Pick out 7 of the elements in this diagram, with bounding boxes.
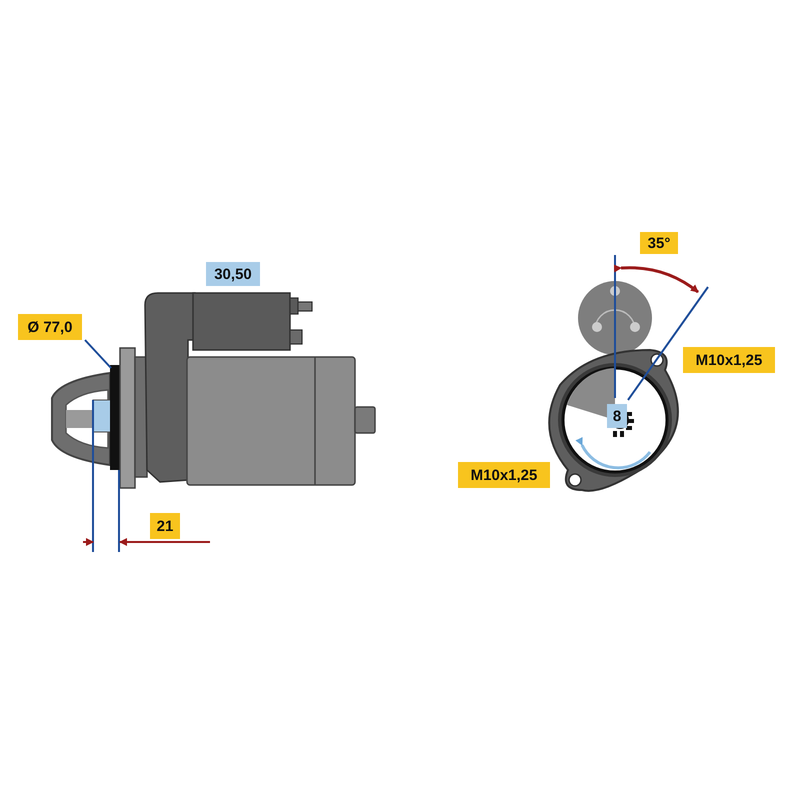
angle-value: 35° [640, 232, 678, 254]
dimension-value: 21 [150, 513, 180, 539]
diameter-value: Ø 77,0 [18, 314, 82, 340]
thread-size: M10x1,25 [683, 347, 775, 373]
tooth-count: 8 [607, 404, 627, 428]
thread-size: M10x1,25 [458, 462, 550, 488]
terminal-value: 30,50 [206, 262, 260, 286]
